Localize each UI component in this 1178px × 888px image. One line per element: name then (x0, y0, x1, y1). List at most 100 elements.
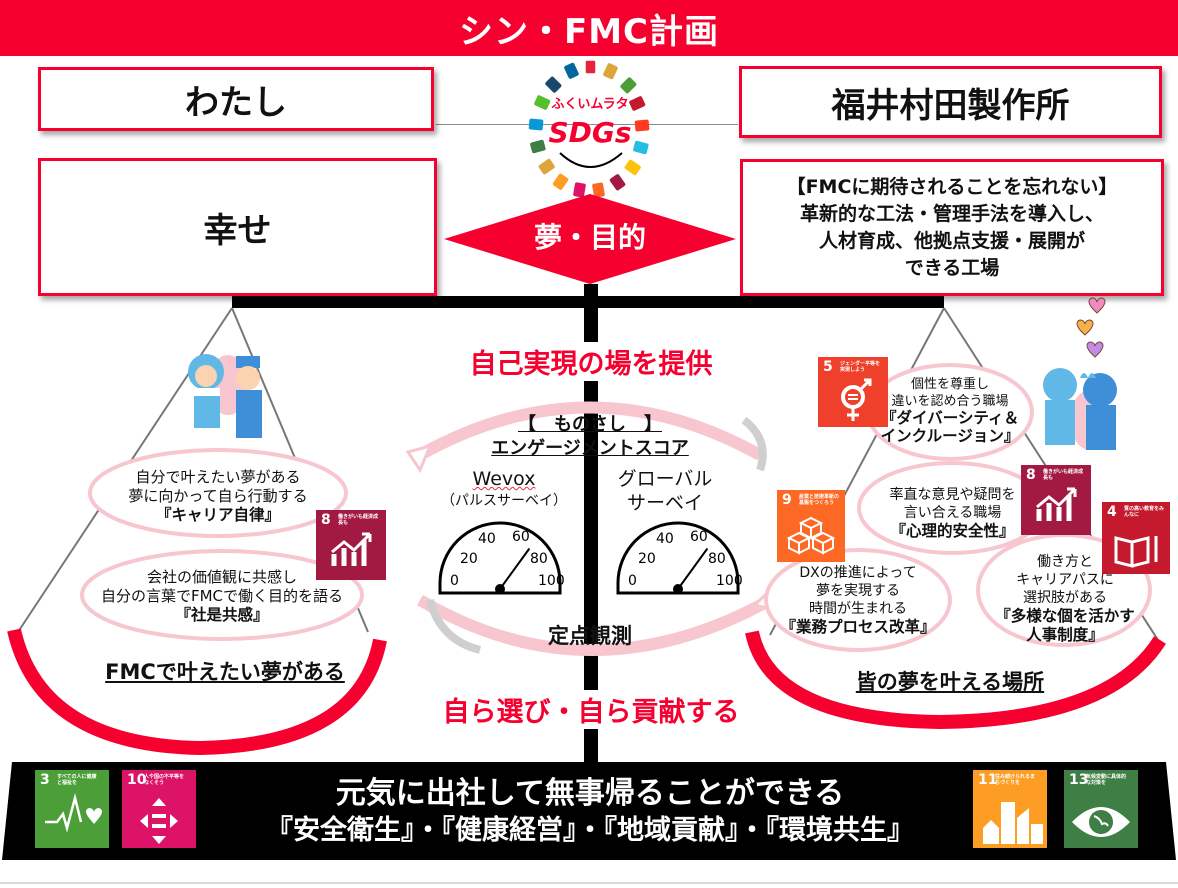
sdg-11-tile: 11 住み続けられるまちづくりを (973, 770, 1047, 848)
bubble-diversity-keyword: 『ダイバーシティ＆ (881, 409, 1019, 427)
sdg-13-caption: 気候変動に具体的な対策を (1086, 774, 1127, 786)
bottom-slogan-line2: 『安全衛生』・『健康経営』・『地域貢献』・『環境共生』 (266, 815, 914, 846)
earth-eye-icon (1072, 807, 1130, 837)
right-bowl-title: 皆の夢を叶える場所 (855, 670, 1045, 694)
bubble-safety-line1: 率直な意見や疑問を (889, 487, 1016, 503)
sdg-13-number: 13 (1069, 772, 1089, 788)
gauge-wevox-needle (499, 547, 531, 590)
gauge-wevox-tick-0: 0 (450, 573, 459, 589)
gauge-global-tick-0: 0 (628, 573, 637, 589)
watashi-box: わたし (38, 67, 434, 131)
bubble-dx-text: DXの推進によって 夢を実現する 時間が生まれる 『業務プロセス改革』 (772, 564, 944, 637)
self-realization-slogan: 自己実現の場を提供 (455, 342, 727, 381)
sdg-8b-number: 8 (1026, 467, 1036, 483)
wevox-sub: （パルスサーベイ） (441, 493, 567, 509)
sdg-8b-caption: 働きがいも経済成長も (1043, 469, 1084, 481)
sdgs-logo-line1: ふくいムラタ (551, 97, 628, 112)
growth-chart-icon (331, 532, 372, 566)
bubble-diversity-keyword2: インクルージョン』 (880, 427, 1020, 445)
heart-icon (1076, 297, 1106, 358)
bubble-dx-keyword: 『業務プロセス改革』 (780, 618, 936, 636)
gauge-wevox-tick-20: 20 (460, 551, 478, 567)
company-label: 福井村田製作所 (831, 85, 1070, 126)
bubble-career-line2: 夢に向かって自ら行動する (128, 487, 308, 505)
bubble-dx (764, 548, 952, 652)
gauge-wevox-tick-40: 40 (478, 531, 496, 547)
happiness-box: 幸せ (38, 158, 437, 296)
sdg-3-number: 3 (40, 772, 50, 788)
gauge-global-dial (616, 521, 740, 595)
gauge-wevox-tick-60: 60 (512, 529, 530, 545)
bubble-dx-line2: 夢を実現する (816, 583, 900, 599)
sdg-8-tile-right: 8 働きがいも経済成長も (1021, 465, 1091, 535)
bottom-cycle-arrow (416, 594, 773, 656)
sdg-4-number: 4 (1107, 504, 1117, 520)
bubble-career-text: 自分で叶えたい夢がある 夢に向かって自ら行動する 『キャリア自律』 (98, 468, 338, 525)
sdg-11-number: 11 (978, 772, 998, 788)
sdgs-logo-line2: SDGs (548, 116, 631, 149)
bubble-hr-line1: 働き方と (1037, 554, 1093, 570)
bubble-hr-keyword: 『多様な個を活かす (995, 607, 1135, 625)
measure-title-line1: 【 ものさし 】 (518, 414, 662, 435)
bubble-safety-line2: 言い合える職場 (903, 505, 1002, 521)
gauge-global-hub (673, 584, 683, 594)
sdg-3-caption: すべての人に健康と福祉を (57, 774, 97, 786)
gauge-wevox-tick-80: 80 (530, 551, 548, 567)
bubble-philosophy-keyword: 『社是共感』 (175, 606, 269, 624)
gauge-wevox-tick-100: 100 (538, 573, 565, 589)
footer-divider (0, 882, 1178, 884)
book-icon (1114, 536, 1158, 568)
bubble-philosophy-line1: 会社の価値観に共感し (146, 568, 297, 586)
sdg-10-number: 10 (127, 772, 147, 788)
gauge-wevox-dial (438, 521, 562, 595)
gauge-wevox-hub (495, 584, 505, 594)
bubble-hr-text: 働き方と キャリアパスに 選択肢がある 『多様な個を活かす 人事制度』 (985, 553, 1145, 645)
balance-beam (232, 296, 944, 308)
top-cycle-arrowhead (405, 443, 433, 474)
bubble-hr-line3: 選択肢がある (1023, 590, 1107, 606)
bubble-career-line1: 自分で叶えたい夢がある (135, 468, 301, 486)
bottom-slogan-line1: 元気に出社して無事帰ることができる (335, 776, 845, 811)
right-bowl (745, 630, 1166, 730)
expectation-box: 【FMCに期待されることを忘れない】 革新的な工法・管理手法を導入し、 人材育成… (740, 159, 1164, 296)
sdgs-ring-icon (528, 59, 650, 198)
sdg-5-tile: 5 ジェンダー平等を実現しよう (818, 357, 888, 427)
sdg-5-caption: ジェンダー平等を実現しよう (840, 361, 881, 373)
expectation-line-4: できる工場 (904, 256, 1000, 279)
gauge-global-tick-60: 60 (690, 529, 708, 545)
bubble-diversity-line2: 違いを認め合う職場 (891, 394, 1009, 409)
gender-equality-icon (841, 378, 872, 421)
company-box: 福井村田製作所 (739, 66, 1162, 138)
self-contribution-slogan: 自ら選び・自ら貢献する (425, 690, 757, 729)
wevox-label: Wevox （パルスサーベイ） (434, 467, 574, 511)
title-bar: シン・FMC計画 (0, 0, 1178, 56)
left-bowl (7, 628, 387, 756)
worker-illustration-right (1043, 368, 1117, 450)
bottom-cycle-shadow (426, 598, 482, 654)
gauge-global-tick-40: 40 (656, 531, 674, 547)
sdg-9-tile: 9 産業と技術革新の基盤をつくろう (777, 490, 845, 562)
expectation-line-1: 【FMCに期待されることを忘れない】 (786, 175, 1118, 198)
bubble-diversity-text: 個性を尊重し 違いを認め合う職場 『ダイバーシティ＆ インクルージョン』 (870, 376, 1030, 446)
inequality-icon (140, 798, 178, 844)
bubble-hr-keyword2: 人事制度』 (1026, 626, 1104, 644)
global-survey-line1: グローバル (617, 468, 713, 490)
bubble-diversity-line1: 個性を尊重し (910, 377, 989, 392)
bubble-philosophy-line2: 自分の言葉でFMCで働く目的を語る (100, 587, 344, 605)
sdg-8-tile-left: 8 働きがいも経済成長も (316, 510, 386, 580)
bubble-career (88, 448, 348, 538)
sdg-9-caption: 産業と技術革新の基盤をつくろう (799, 494, 840, 506)
global-survey-label: グローバル サーベイ (605, 467, 725, 515)
global-survey-line2: サーベイ (626, 492, 703, 514)
gauge-global-tick-100: 100 (716, 573, 743, 589)
measure-title-line2: エンゲージメントスコア (491, 438, 689, 459)
gauge-global-tick-80: 80 (708, 551, 726, 567)
connector-line (436, 124, 738, 125)
bubble-safety-text: 率直な意見や疑問を 言い合える職場 『心理的安全性』 (870, 486, 1035, 541)
watashi-label: わたし (185, 82, 287, 123)
bubble-safety-keyword: 『心理的安全性』 (890, 522, 1015, 540)
sdg-9-number: 9 (782, 492, 792, 508)
sdg-4-caption: 質の高い教育をみんなに (1124, 506, 1165, 518)
